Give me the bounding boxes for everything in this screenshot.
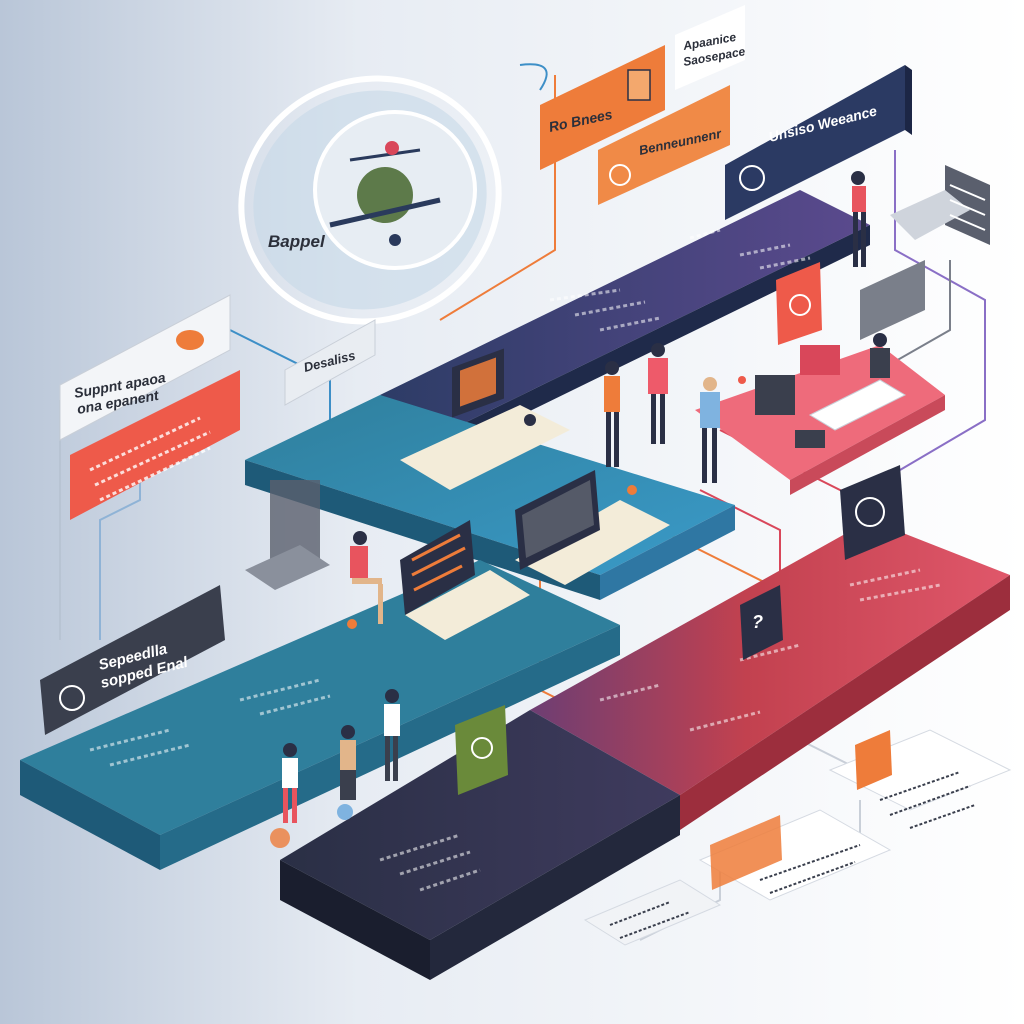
person-icon (347, 531, 383, 629)
heart-icon (609, 164, 631, 186)
info-card-right-2 (698, 809, 892, 901)
server-machine (860, 165, 990, 340)
heart-tile (776, 262, 822, 345)
heart-icon (789, 294, 811, 316)
server-icon (945, 165, 990, 245)
orange-card-2: Benneunnenr (598, 85, 730, 205)
pink-workstation (755, 345, 907, 431)
lightbulb-tile (455, 705, 508, 795)
lightbulb-icon (710, 815, 782, 890)
lightbulb-icon (855, 730, 892, 790)
person-icon (604, 361, 620, 467)
laptop-icon (400, 520, 475, 615)
chat-tile (840, 465, 905, 560)
chat-icon (855, 497, 885, 527)
info-card-bottom (583, 879, 722, 946)
info-card-right-1 (828, 729, 1012, 829)
left-card-white: Suppnt apaoa ona epanent (59, 294, 231, 441)
desk-3 (400, 520, 530, 640)
person-icon (700, 377, 720, 483)
decor (245, 376, 825, 590)
person-icon (870, 333, 890, 378)
person-icon (648, 343, 668, 444)
gear-icon (59, 685, 85, 711)
orange-card-1: Ro Bnees (540, 45, 665, 170)
chat-icon (739, 165, 765, 191)
person-icon (851, 171, 866, 267)
bubble-label: Bappel (268, 232, 326, 251)
person-icon (270, 743, 298, 848)
badge-icon (176, 330, 204, 350)
left-card-red (70, 370, 240, 520)
platform-red (530, 520, 1010, 830)
monitor-icon (755, 375, 795, 415)
desk-1 (400, 348, 570, 490)
wrench-icon (627, 69, 651, 101)
platform-dark (280, 710, 680, 980)
person-icon (384, 689, 400, 781)
desk-2 (515, 470, 670, 585)
people (270, 171, 890, 848)
person-icon (337, 725, 356, 820)
platform-text-lines (89, 228, 941, 892)
lightbulb-icon (471, 737, 493, 759)
bubble-diagram: Bappel (238, 75, 502, 325)
question-icon: ? (752, 612, 763, 632)
question-tile: ? (740, 585, 783, 660)
